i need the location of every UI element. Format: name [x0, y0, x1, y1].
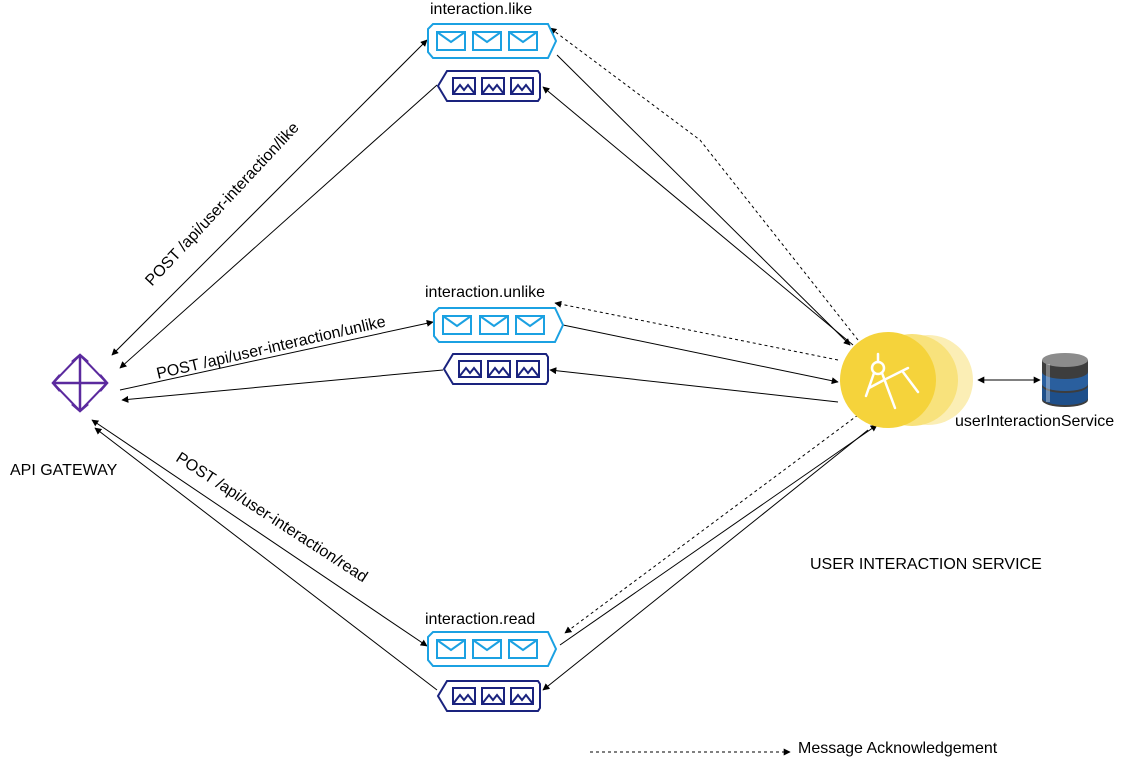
ack-arrow-unlike [554, 300, 839, 361]
api-gateway-icon [51, 353, 109, 413]
legend-ack-label: Message Acknowledgement [798, 740, 998, 757]
queue-like-label: interaction.like [430, 1, 533, 18]
connectors [91, 27, 1041, 756]
gateway-label: API GATEWAY [10, 462, 118, 479]
arrow-service-to-like-response [542, 86, 854, 346]
database-icon [1042, 353, 1088, 407]
queue-like-response [436, 70, 541, 102]
arrow-service-to-read-response [542, 429, 869, 691]
ack-arrow-read [564, 414, 859, 634]
arrow-unlike-to-service [562, 324, 839, 385]
service-title: USER INTERACTION SERVICE [810, 556, 1042, 573]
arrow-like-to-service [556, 54, 851, 346]
queue-unlike-request [433, 307, 565, 343]
arrow-read-to-service [559, 424, 878, 646]
arrow-like-response-to-gateway [119, 84, 438, 369]
gear-service-icon [840, 332, 973, 428]
arrow-gateway-to-read [91, 419, 428, 647]
queue-read-request [427, 631, 558, 667]
arrow-gateway-to-unlike [119, 319, 434, 391]
database-label: userInteractionService [955, 413, 1115, 430]
queue-unlike-label: interaction.unlike [425, 284, 546, 301]
queue-read-response [436, 680, 541, 712]
queue-like-request [427, 23, 558, 59]
ack-arrow-like [549, 27, 859, 341]
queue-unlike-response [442, 353, 549, 385]
arrow-gateway-to-like [111, 39, 428, 356]
arrow-unlike-response-to-gateway [121, 369, 444, 403]
queue-read-label: interaction.read [425, 611, 536, 628]
arrow-service-to-unlike-response [549, 367, 839, 403]
arrow-read-response-to-gateway [94, 427, 438, 691]
